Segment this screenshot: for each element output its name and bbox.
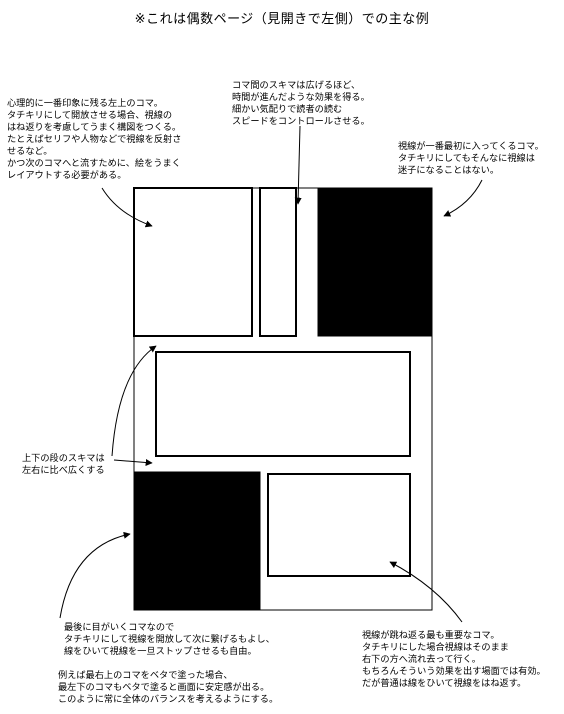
arrow-bottom-left xyxy=(59,531,131,619)
arrow-bottom-right xyxy=(389,561,463,623)
arrow-top-right xyxy=(443,179,483,217)
panel-top-left xyxy=(133,187,253,337)
arrow-top-left xyxy=(101,187,153,228)
note-bottom-right: 視線が跳ね返る最も重要なコマ。 タチキリにした場合視線はそのまま 右下の方へ流れ… xyxy=(362,630,546,689)
page-title: ※これは偶数ページ（見開きで左側）での主な例 xyxy=(134,12,430,27)
note-bottom-left-2: 例えば最右上のコマをベタで塗った場合、 最左下のコマもベタで塗ると画面に安定感が… xyxy=(58,670,279,705)
panel-bottom-left-black xyxy=(133,471,261,611)
arrow-gap-up xyxy=(111,345,157,457)
arrow-top-center xyxy=(294,125,302,205)
panel-middle-wide xyxy=(155,351,411,457)
panel-top-right-black xyxy=(317,187,433,337)
note-top-center: コマ間のスキマは広げるほど、 時間が進んだような効果を得る。 細かい気配りで読者… xyxy=(232,80,370,127)
note-middle-left: 上下の段のスキマは 左右に比べ広くする xyxy=(22,453,105,476)
note-top-left: 心理的に一番印象に残る左上のコマ。 タチキリにして開放させる場合、視線の はね返… xyxy=(7,98,182,181)
panel-bottom-right xyxy=(267,473,411,577)
note-top-right: 視線が一番最初に入ってくるコマ。 タチキリにしてもそんなに視線は 迷子になること… xyxy=(398,141,544,176)
panel-top-narrow xyxy=(259,187,297,337)
note-bottom-left-1: 最後に目がいくコマなので タチキリにして視線を開放して次に繋げるもよし、 線をひ… xyxy=(64,622,275,657)
arrow-gap-right xyxy=(113,459,153,466)
